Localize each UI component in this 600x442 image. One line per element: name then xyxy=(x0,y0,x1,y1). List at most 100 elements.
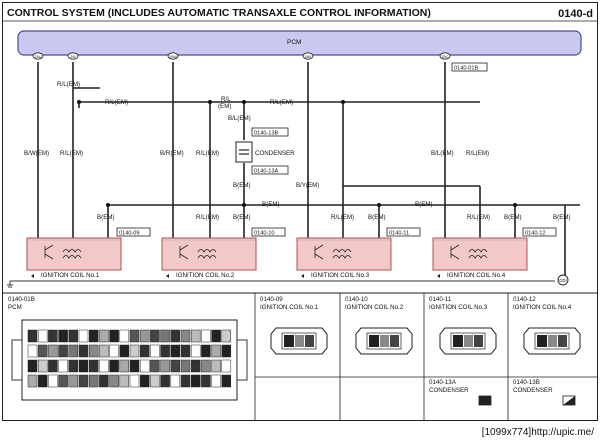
pcm-terminal xyxy=(48,344,58,358)
pcm-terminal xyxy=(150,359,160,373)
pcm-connector-title: 0140-01B xyxy=(8,296,35,303)
pcm-terminal xyxy=(109,374,119,388)
pcm-pin: 2AV xyxy=(302,52,314,60)
pcm-terminal xyxy=(190,374,201,388)
pcm-pin-label: 2W xyxy=(70,55,76,59)
wire-label-rl-3: R/L(EM) xyxy=(270,99,293,106)
coil-name: IGNITION COIL No.2 xyxy=(176,272,235,279)
coil-name: IGNITION COIL No.3 xyxy=(311,272,370,279)
wire-label-b-3: B(EM) xyxy=(415,201,433,208)
wire-label-b-1: B(EM) xyxy=(233,182,251,189)
pcm-terminal xyxy=(78,329,89,343)
pcm-terminal xyxy=(170,344,181,358)
junction-dot xyxy=(513,203,517,207)
coil-cell-name: IGNITION COIL No.4 xyxy=(513,304,572,311)
wire-label-b-8: B(EM) xyxy=(553,214,571,221)
pcm-terminal xyxy=(58,374,68,388)
pcm-terminal xyxy=(68,329,79,343)
condenser-ref-top-box xyxy=(251,127,289,137)
pcm-terminal xyxy=(78,374,89,388)
wire-labels: R/L(EM) R/L(EM) R/L (EM) R/L(EM) B/L(EM)… xyxy=(24,81,571,221)
wire-label-rl-4: R/L(EM) xyxy=(60,150,83,157)
coil-ref-box xyxy=(116,227,151,237)
pcm-connector-ref: 0140-01B xyxy=(454,66,479,72)
condenser-cell-name: CONDENSER xyxy=(513,387,553,394)
wire-label-rl-7: R/L(EM) xyxy=(196,214,219,221)
pcm-terminal xyxy=(48,329,58,343)
wire-label-rl-9: R/L(EM) xyxy=(467,214,490,221)
pcm-terminal xyxy=(160,359,170,373)
pcm-connector-name: PCM xyxy=(8,304,22,311)
pcm-terminal xyxy=(139,359,150,373)
pcm-terminal xyxy=(190,359,201,373)
pcm-terminal xyxy=(27,359,38,373)
pcm-terminal xyxy=(37,374,48,388)
pcm-terminal xyxy=(27,329,38,343)
condenser-label: CONDENSER xyxy=(255,150,295,157)
pcm-terminal xyxy=(88,359,99,373)
condenser-ref-bottom-box xyxy=(251,165,289,175)
wire-label-rl-8: R/L(EM) xyxy=(331,214,354,221)
coil-body xyxy=(296,237,392,271)
pcm-connector-ref-box xyxy=(451,62,488,72)
pcm-terminal xyxy=(180,329,191,343)
diagram-title: CONTROL SYSTEM (INCLUDES AUTOMATIC TRANS… xyxy=(7,7,431,19)
wire-label-by: B/Y(EM) xyxy=(296,182,319,189)
coil-ref: 0140-12 xyxy=(525,231,546,237)
coil-cell-ref: 0140-12 xyxy=(513,296,536,303)
pcm-terminal xyxy=(221,374,232,388)
pcm-terminal xyxy=(211,329,221,343)
pcm-terminal xyxy=(170,329,181,343)
coil-ref-box xyxy=(251,227,286,237)
ground-label: GDI xyxy=(559,278,566,283)
pcm-terminal xyxy=(48,374,58,388)
condenser-cell-ref: 0140-13A xyxy=(429,379,457,386)
pcm-pin: 2AU xyxy=(32,52,44,60)
junction-dot xyxy=(208,100,212,104)
coil-ref: 0140-09 xyxy=(119,231,140,237)
wire-label-bl-1: B/L(EM) xyxy=(228,115,251,122)
pcm-terminal xyxy=(129,359,140,373)
pcm-terminal xyxy=(180,344,191,358)
ground-terminal: GDI xyxy=(557,274,569,286)
coil-ref-box xyxy=(522,227,557,237)
coil-cell-name: IGNITION COIL No.1 xyxy=(260,304,319,311)
pcm-terminal xyxy=(88,344,99,358)
pcm-terminal xyxy=(27,374,38,388)
pcm-terminal xyxy=(139,374,150,388)
pcm-terminal xyxy=(99,344,109,358)
condenser-cell-ref: 0140-13B xyxy=(513,379,540,386)
pcm-terminal xyxy=(58,344,68,358)
pcm-terminal xyxy=(58,359,68,373)
pcm-terminal xyxy=(109,329,119,343)
pcm-terminal xyxy=(190,344,201,358)
pcm-terminal xyxy=(119,359,130,373)
pcm-terminal xyxy=(201,344,211,358)
wire-label-b-7: B(EM) xyxy=(504,214,522,221)
wire-label-b-6: B(EM) xyxy=(368,214,386,221)
pcm-terminal xyxy=(139,329,150,343)
pcm-terminal xyxy=(37,359,48,373)
pcm-terminal xyxy=(68,359,79,373)
condenser-ref-top: 0140-13B xyxy=(254,131,279,137)
pcm-terminal xyxy=(109,359,119,373)
pcm-pin-label: 2AW xyxy=(169,55,177,59)
coil-name: IGNITION COIL No.4 xyxy=(447,272,506,279)
wire-label-bl-2: B/L(EM) xyxy=(431,150,454,157)
coil-cell-ref: 0140-09 xyxy=(260,296,283,303)
wire-label-br: B/R(EM) xyxy=(160,150,184,157)
pcm-terminal xyxy=(150,329,160,343)
pcm-terminal xyxy=(150,374,160,388)
wire-junctions xyxy=(77,100,517,207)
